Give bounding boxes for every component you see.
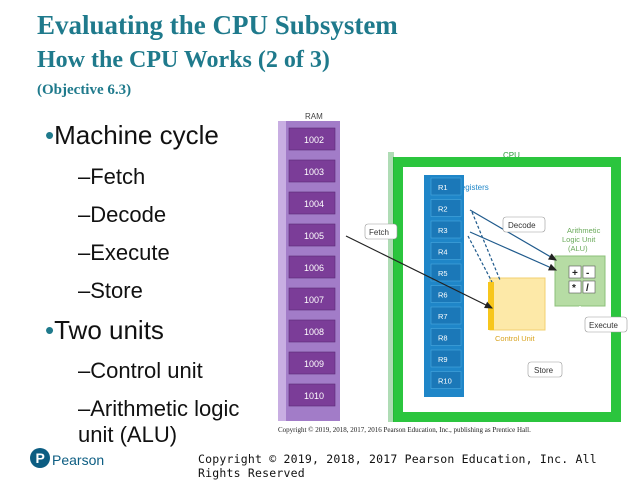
ram-cell-label: 1003	[304, 167, 324, 177]
bullet-two-units: •Two units	[45, 315, 164, 346]
subitem-alu-cont: unit (ALU)	[78, 422, 178, 447]
register-cell	[430, 242, 462, 260]
fetch-label: Fetch	[369, 228, 389, 237]
subitem-execute: –Execute	[78, 240, 170, 265]
register-label: R1	[438, 183, 448, 192]
register-cell	[430, 199, 462, 217]
ram-cell	[288, 319, 336, 343]
ram-cell	[288, 351, 336, 375]
image-credit: Copyright © 2019, 2018, 2017, 2016 Pears…	[278, 426, 531, 434]
pearson-logo-text: Pearson	[52, 452, 105, 468]
cpu-label: CPU	[503, 151, 520, 160]
subitem-store: –Store	[78, 278, 143, 303]
dashed-link-2	[467, 235, 493, 283]
ram-cell	[288, 127, 336, 151]
ram-cell-label: 1002	[304, 135, 324, 145]
alu-key	[582, 265, 596, 279]
decode-callout	[502, 216, 546, 233]
ram-cell-label: 1010	[304, 391, 324, 401]
register-label: R8	[438, 334, 448, 343]
ram-cell-label: 1005	[304, 231, 324, 241]
register-cell	[430, 177, 462, 196]
subitem-decode: –Decode	[78, 202, 167, 227]
ram-cell	[288, 383, 336, 407]
register-cell	[430, 328, 462, 346]
bullet-dot: •	[45, 120, 55, 150]
ram-cell-label: 1004	[304, 199, 324, 209]
store-label: Store	[534, 366, 554, 375]
slide-title-line1: Evaluating the CPU Subsystem	[37, 10, 398, 40]
ram-cell	[288, 287, 336, 311]
ram-cell	[288, 255, 336, 279]
execute-label: Execute	[589, 321, 618, 330]
alu-key	[568, 280, 582, 294]
store-callout	[527, 361, 563, 378]
register-label: R9	[438, 355, 448, 364]
alu-key-label: *	[572, 283, 576, 294]
ram-label: RAM	[305, 112, 323, 121]
register-cell	[430, 220, 462, 239]
subitem-alu: –Arithmetic logic	[78, 396, 240, 421]
decode-arrow-r2	[469, 209, 558, 261]
registers-label: Registers	[455, 183, 489, 192]
footer-copyright: Copyright © 2019, 2018, 2017 Pearson Edu…	[198, 452, 597, 480]
svg-text:P: P	[36, 450, 45, 466]
register-cell	[430, 349, 462, 368]
alu-key-label: -	[586, 268, 589, 279]
ram-cell	[288, 191, 336, 215]
subitem-control-unit: –Control unit	[78, 358, 203, 383]
ram-cell	[288, 159, 336, 183]
register-label: R10	[438, 377, 452, 386]
register-cell	[430, 371, 462, 389]
fetch-callout	[364, 223, 398, 240]
register-label: R4	[438, 248, 448, 257]
control-unit-box	[489, 277, 546, 331]
register-label: R2	[438, 205, 448, 214]
bullet-text: Two units	[54, 315, 164, 345]
alu-keys: +-* /	[568, 265, 596, 294]
bullet-dot: •	[45, 315, 55, 345]
alu-key	[582, 280, 596, 294]
register-label: R3	[438, 226, 448, 235]
subitem-fetch: –Fetch	[78, 164, 146, 189]
decode-arrow-r3	[469, 231, 558, 271]
cpu-shadow	[388, 152, 394, 422]
ram-cells: 1002 1003 1004 1005 1006 1007 1008 1009 1010	[288, 127, 336, 407]
alu-key-label: +	[572, 268, 578, 279]
register-label: R6	[438, 291, 448, 300]
pearson-logo-icon: P	[30, 448, 50, 468]
ram-cell-label: 1006	[304, 263, 324, 273]
alu-label-line1: Arithmetic	[567, 226, 601, 235]
ram-cell-label: 1007	[304, 295, 324, 305]
bullet-machine-cycle: •Machine cycle	[45, 120, 219, 151]
dashed-link-1	[471, 211, 501, 281]
alu-key	[568, 265, 582, 279]
ram-cell-label: 1009	[304, 359, 324, 369]
ram-edge	[278, 121, 286, 421]
ram-cell	[288, 223, 336, 247]
slide-title-line2: How the CPU Works (2 of 3)	[37, 47, 330, 73]
alu-label-line2: Logic Unit	[562, 235, 596, 244]
register-label: R7	[438, 312, 448, 321]
register-cell	[430, 306, 462, 325]
alu-label-line3: (ALU)	[568, 244, 588, 253]
decode-label: Decode	[508, 221, 536, 230]
slide-objective: (Objective 6.3)	[37, 82, 132, 98]
ram-cell-label: 1008	[304, 327, 324, 337]
register-cell	[430, 263, 462, 282]
register-label: R5	[438, 269, 448, 278]
store-arrow	[473, 306, 581, 385]
alu-key-label: /	[586, 283, 589, 294]
bullet-text: Machine cycle	[54, 120, 219, 150]
fetch-arrow	[345, 235, 494, 309]
control-unit-label: Control Unit	[495, 334, 536, 343]
cpu-border	[393, 157, 621, 422]
execute-callout	[584, 316, 628, 333]
